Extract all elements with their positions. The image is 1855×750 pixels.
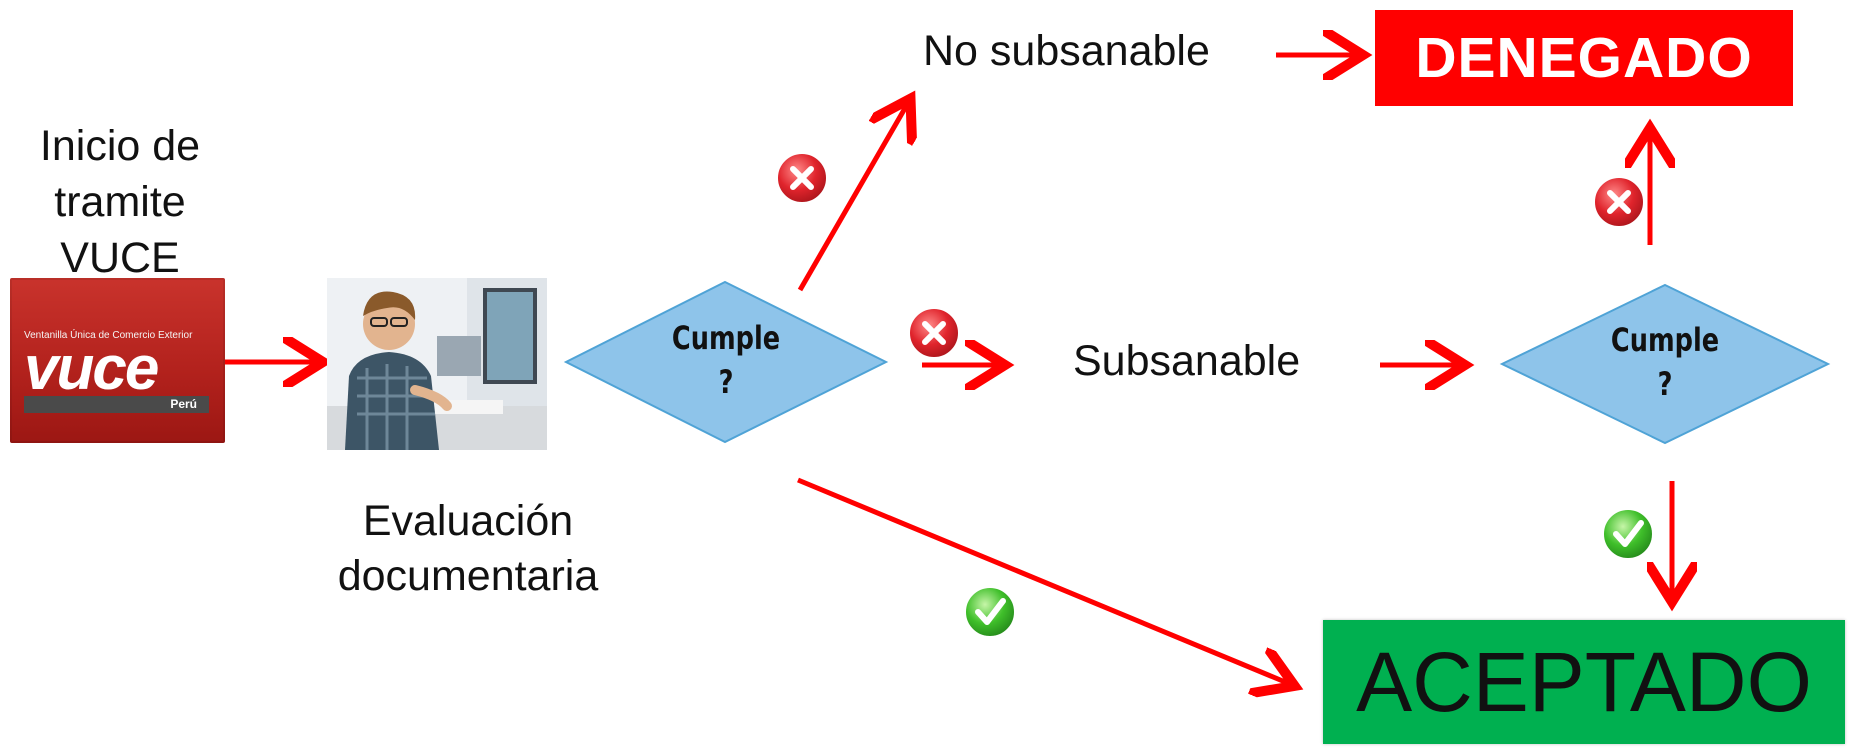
decision-1-label: Cumple ? <box>662 316 790 404</box>
decision-2-label-line-1: Cumple <box>1610 321 1720 359</box>
denegado-label: DENEGADO <box>1415 26 1753 90</box>
vuce-logo-tagline: Ventanilla Única de Comercio Exterior <box>24 330 193 341</box>
x-circle-icon <box>908 307 960 359</box>
decision-1-label-line-2: ? <box>718 363 734 401</box>
decision-diamond-1 <box>563 280 889 444</box>
vuce-logo-country: Perú <box>170 397 197 411</box>
denegado-box: DENEGADO <box>1375 10 1793 106</box>
check-circle-icon <box>1602 508 1654 560</box>
decision-1-label-line-1: Cumple <box>671 319 781 357</box>
aceptado-box: ACEPTADO <box>1323 620 1845 744</box>
vuce-logo-wordmark: vuce <box>24 334 159 403</box>
vuce-logo: Ventanilla Única de Comercio Exterior vu… <box>10 278 225 443</box>
decision-2-label: Cumple ? <box>1601 318 1729 406</box>
aceptado-label: ACEPTADO <box>1356 634 1812 729</box>
decision-2-label-line-2: ? <box>1657 365 1673 403</box>
evaluation-photo-illustration <box>327 278 547 450</box>
x-circle-icon <box>776 152 828 204</box>
vuce-logo-bar <box>24 396 209 413</box>
subsanable-label: Subsanable <box>1073 337 1301 385</box>
arrow-decision1-to-aceptado <box>797 477 1290 684</box>
start-label-line-3: VUCE <box>60 234 180 282</box>
no-subsanable-label: No subsanable <box>923 27 1210 75</box>
arrow-decision1-to-no-subsanable <box>797 103 908 292</box>
evaluation-label-line-2: documentaria <box>337 552 599 600</box>
evaluation-label: Evaluación documentaria <box>318 494 618 604</box>
evaluation-photo <box>327 278 547 450</box>
start-label-line-1: Inicio de <box>39 122 201 170</box>
start-label: Inicio de tramite VUCE <box>30 118 210 286</box>
decision-diamond-2 <box>1499 283 1831 445</box>
evaluation-label-line-1: Evaluación <box>362 497 574 545</box>
start-label-line-2: tramite <box>54 178 186 226</box>
check-circle-icon <box>964 586 1016 638</box>
x-circle-icon <box>1593 176 1645 228</box>
